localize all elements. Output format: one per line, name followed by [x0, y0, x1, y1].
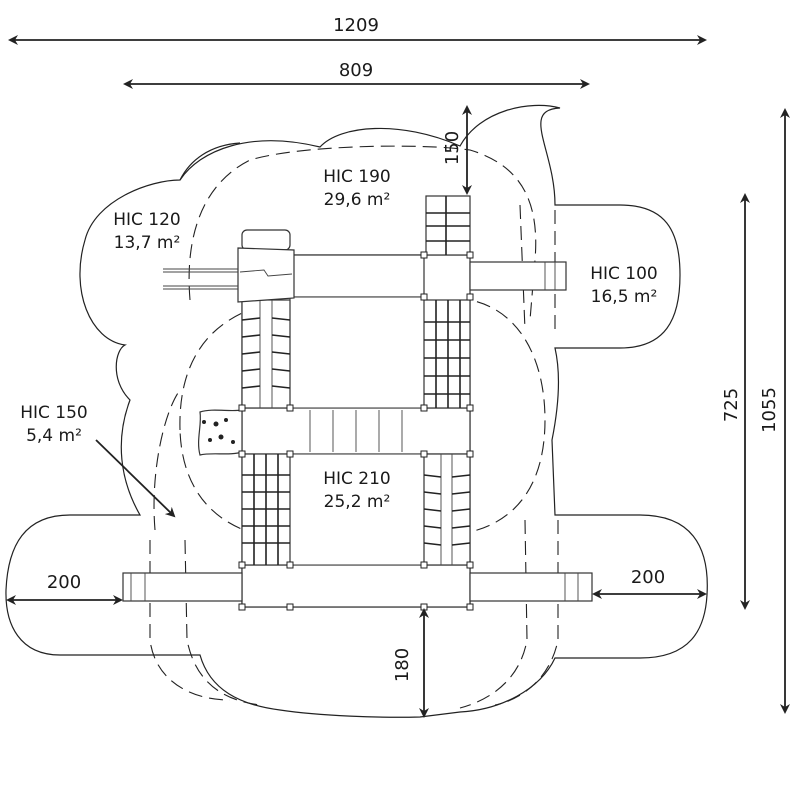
- zone-area-hic120: 13,7 m²: [114, 233, 181, 253]
- slide-bottom-right: [469, 572, 593, 602]
- zone-label-hic190: HIC 190: [323, 167, 391, 187]
- zone-slide-left-boundary-2: [184, 539, 261, 706]
- zone-slide-right-boundary: [459, 519, 528, 709]
- zone-area-hic150: 5,4 m²: [26, 426, 82, 446]
- zone-slide-left-boundary: [149, 389, 231, 701]
- dim-bottom-clearance: 180: [392, 648, 413, 682]
- zone-hic190-boundary: [188, 145, 537, 321]
- zone-area-hic210: 25,2 m²: [324, 492, 391, 512]
- zone-label-hic150: HIC 150: [20, 403, 88, 423]
- slide-top-right: [469, 261, 567, 291]
- dim-top-clearance: 150: [442, 131, 463, 165]
- zone-area-hic190: 29,6 m²: [324, 190, 391, 210]
- zone-label-hic120: HIC 120: [113, 210, 181, 230]
- dim-overall-depth: 1055: [759, 387, 780, 433]
- outline-left-lobe: [179, 142, 241, 181]
- hic150-leader-arrow: [95, 439, 176, 518]
- climbing-wall: [197, 409, 243, 456]
- play-structure: [122, 195, 593, 611]
- slide-bottom-left: [122, 572, 243, 602]
- zone-area-hic100: 16,5 m²: [591, 287, 658, 307]
- dim-equipment-depth: 725: [721, 388, 742, 422]
- zone-slide-right-boundary-2: [494, 520, 559, 706]
- dim-right-clearance: 200: [631, 567, 665, 588]
- zone-label-hic100: HIC 100: [590, 264, 658, 284]
- zone-hic210-boundary: [179, 299, 546, 541]
- dim-left-clearance: 200: [47, 572, 81, 593]
- zone-label-hic210: HIC 210: [323, 469, 391, 489]
- dim-equipment-width: 809: [339, 60, 373, 81]
- safety-zone-outline: [5, 104, 708, 718]
- dim-overall-width: 1209: [333, 15, 379, 36]
